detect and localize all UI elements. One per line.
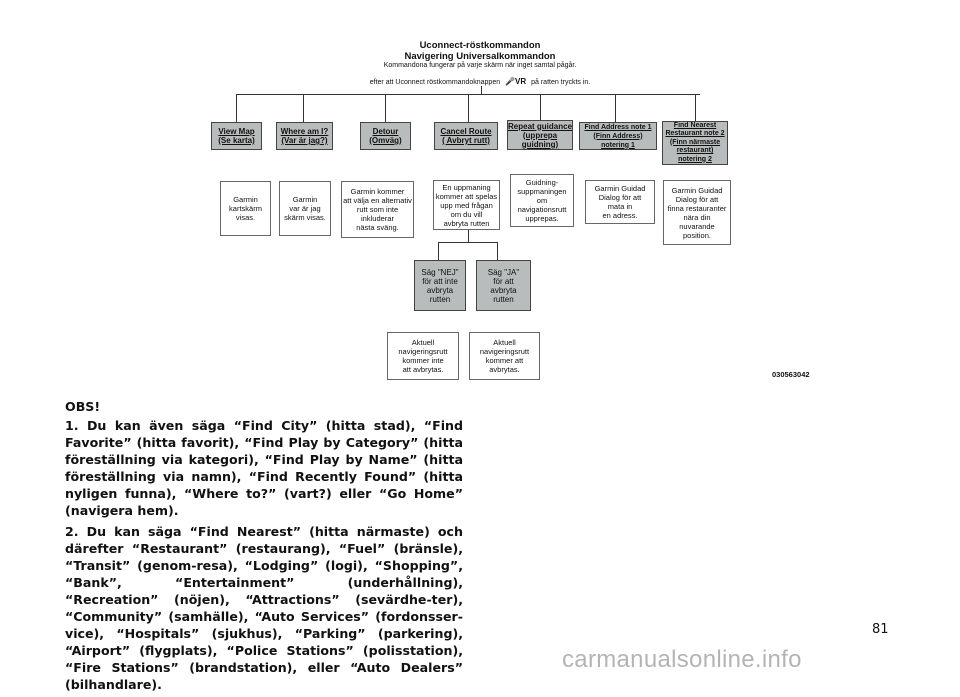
subresult-yes: Aktuell navigeringsrutt kommer att avbry… [469,332,540,380]
connector [236,94,237,122]
command-cancel-route: Cancel Route ( Avbryt rutt) [434,122,498,150]
connector-trunk [481,86,482,94]
result-detour: Garmin kommer att välja en alternativ ru… [341,181,414,238]
connector [468,230,469,242]
figure-code: 030563042 [772,370,810,379]
result-view-map: Garmin kartskärm visas. [220,181,271,236]
vr-icon-label: VR [515,77,527,86]
vr-instruction: efter att Uconnect röstkommandoknappen 🎤… [220,77,740,86]
command-where-am-i: Where am I? (Var är jag?) [276,122,333,150]
note-paragraph-2: 2. Du kan säga “Find Nearest” (hitta när… [65,524,463,692]
result-where-am-i: Garmin var är jag skärm visas. [279,181,331,236]
voice-button-icon: 🎤VR [505,77,527,86]
notes-section: OBS! 1. Du kan även säga “Find City” (hi… [65,398,463,697]
vr-before-text: efter att Uconnect röstkommandoknappen [369,79,501,86]
command-repeat-guidance: Repeat guidance (upprepa guidning) [507,120,573,150]
command-find-nearest-restaurant: Find Nearest Restaurant note 2 (Finn när… [662,121,728,165]
connector [468,94,469,122]
result-find-address: Garmin Guidad Dialog för att mata in en … [585,180,655,224]
result-cancel-route: En uppmaning kommer att spelas upp med f… [433,180,500,230]
result-find-nearest: Garmin Guidad Dialog för att finna resta… [663,180,731,245]
connector [615,94,616,122]
subresult-no: Aktuell navigeringsrutt kommer inte att … [387,332,459,380]
page-number: 81 [872,622,889,637]
connector [385,94,386,122]
connector [497,242,498,260]
connector [303,94,304,122]
connector [438,242,498,243]
command-view-map: View Map (Se karta) [211,122,262,150]
diagram-subtitle-bold: Navigering Universalkommandon [404,51,556,62]
connector [438,242,439,260]
subcommand-no: Säg "NEJ" för att inte avbryta rutten [414,260,466,311]
notes-heading: OBS! [65,399,101,414]
watermark: carmanualsonline.info [562,646,802,673]
command-detour: Detour (Omväg) [360,122,411,150]
command-find-address: Find Address note 1 (Finn Address) noter… [579,122,657,150]
note-paragraph-1: 1. Du kan även säga “Find City” (hitta s… [65,418,463,518]
diagram-title: Uconnect-röstkommandon [419,40,541,51]
connector [695,94,696,121]
diagram-description: Kommandona fungerar på varje skärm när i… [383,62,577,69]
subcommand-yes: Säg "JA" för att avbryta rutten [476,260,531,311]
vr-after-text: på ratten tryckts in. [531,79,591,86]
connector [540,94,541,120]
result-repeat-guidance: Guidning- suppmaningen om navigationsrut… [510,174,574,227]
